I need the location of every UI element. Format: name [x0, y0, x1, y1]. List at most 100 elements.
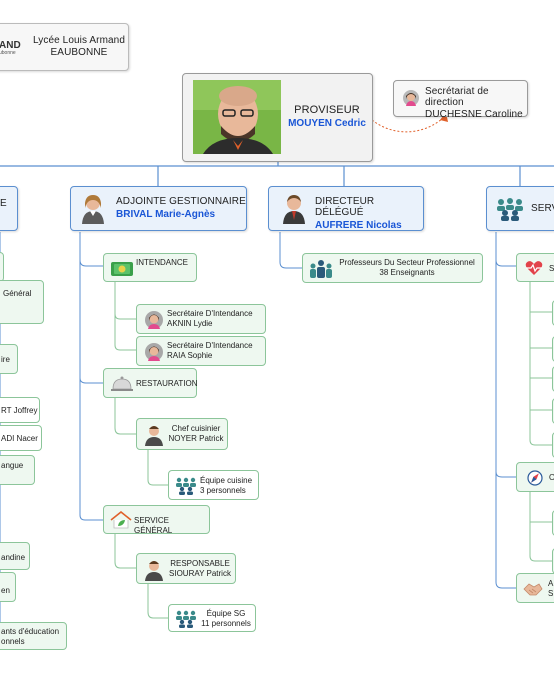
secretaire-aknin[interactable]: Secrétaire D'Intendance AKNIN Lydie [136, 304, 266, 334]
equipe-cuisine-text: Équipe cuisine 3 personnels [200, 476, 252, 496]
school-logo-sub: ubonne [0, 50, 16, 56]
sante-node[interactable]: S [516, 253, 554, 282]
female-avatar-icon [145, 311, 163, 329]
female-manager-icon [82, 195, 104, 224]
chef-cuisinier[interactable]: Chef cuisinier NOYER Patrick [136, 418, 228, 450]
equipe-sg-text: Équipe SG 11 personnels [197, 609, 255, 629]
left-item-1-text: Général [3, 289, 32, 298]
aknin-text: Secrétaire D'Intendance AKNIN Lydie [167, 309, 253, 329]
left-item-5[interactable]: angue [0, 455, 35, 485]
responsable-line1: RESPONSABLE [170, 559, 230, 568]
raia-text: Secrétaire D'Intendance RAIA Sophie [167, 341, 253, 361]
equipe-sg[interactable]: Équipe SG 11 personnels [168, 604, 256, 632]
person-icon [145, 561, 163, 581]
orientation-node[interactable]: O [516, 462, 554, 492]
raia-line1: Secrétaire D'Intendance [167, 341, 253, 350]
secretariat-line1: Secrétariat de direction [425, 86, 489, 108]
root-proviseur[interactable]: PROVISEUR MOUYEN Cedric [182, 73, 373, 162]
left-item-6[interactable]: andine [0, 542, 30, 570]
left-item-1[interactable]: Général [0, 280, 44, 324]
service-general-node[interactable]: SERVICE GÉNÉRAL [103, 505, 210, 535]
male-manager-icon [283, 195, 305, 224]
services-other-node[interactable]: A S [516, 573, 554, 603]
professeurs-node[interactable]: Professeurs Du Secteur Professionnel 38 … [302, 253, 483, 283]
left-item-3-text: RT Joffrey [1, 406, 38, 415]
link-gestion-spine [79, 232, 103, 521]
equipe-cuisine[interactable]: Équipe cuisine 3 personnels [168, 470, 259, 500]
left-item-4[interactable]: ADI Nacer [0, 425, 42, 451]
root-name: MOUYEN Cedric [288, 118, 366, 129]
service-general-label: SERVICE GÉNÉRAL [134, 516, 173, 535]
left-item-7-text: en [1, 586, 10, 595]
team-icon [176, 610, 196, 628]
compass-icon [527, 470, 543, 486]
school-logo: AND ubonne [0, 40, 29, 56]
left-item-0[interactable] [0, 252, 4, 282]
link-gestion-restauration [79, 377, 103, 384]
left-item-8-line1: ants d'éducation [1, 627, 60, 636]
professeurs-line2: 38 Enseignants [379, 268, 435, 277]
gestionnaire-text: ADJOINTE GESTIONNAIRE BRIVAL Marie-Agnès [116, 196, 246, 220]
root-text: PROVISEUR MOUYEN Cedric [283, 104, 371, 129]
link-responsable-equipe [147, 584, 168, 619]
orientation-label: O [549, 473, 554, 482]
school-name: Lycée Louis Armand EAUBONNE [31, 35, 127, 58]
responsable-line2: SIOURAY Patrick [169, 569, 231, 578]
responsable-text: RESPONSABLE SIOURAY Patrick [165, 559, 235, 579]
equipe-cuisine-line2: 3 personnels [200, 486, 246, 495]
link-restauration-chef [114, 398, 136, 435]
equipe-cuisine-line1: Équipe cuisine [200, 476, 253, 485]
root-role: PROVISEUR [294, 104, 360, 116]
school-logo-text: AND [0, 40, 21, 51]
delegue-text: DIRECTEUR DÉLÉGUÉ AUFRERE Nicolas [315, 196, 423, 231]
left-item-3[interactable]: RT Joffrey [0, 397, 40, 423]
branch-left-cut[interactable]: E [0, 186, 18, 231]
left-item-8[interactable]: ants d'éducation onnels [0, 622, 67, 650]
services-other-line2: S [548, 589, 554, 598]
left-item-2-text: ire [1, 355, 10, 364]
link-delegue-profs [279, 232, 302, 269]
secretaire-raia[interactable]: Secrétaire D'Intendance RAIA Sophie [136, 336, 266, 366]
school-card[interactable]: AND ubonne Lycée Louis Armand EAUBONNE [0, 23, 129, 71]
proviseur-photo [193, 80, 281, 154]
restauration-label: RESTAURATION [136, 379, 198, 388]
delegue-role: DIRECTEUR DÉLÉGUÉ [315, 196, 375, 218]
left-item-8-line2: onnels [1, 637, 25, 646]
house-leaf-icon [110, 511, 132, 529]
services-other-line1: A [548, 579, 554, 588]
left-item-4-text: ADI Nacer [1, 434, 38, 443]
link-gestion-intendance [79, 259, 103, 267]
gestionnaire-name: BRIVAL Marie-Agnès [116, 209, 216, 220]
intendance-node[interactable]: INTENDANCE [103, 253, 197, 282]
branch-left-role: E [0, 198, 7, 209]
delegue-name: AUFRERE Nicolas [315, 220, 402, 231]
cloche-icon [111, 376, 133, 391]
branch-gestionnaire[interactable]: ADJOINTE GESTIONNAIRE BRIVAL Marie-Agnès [70, 186, 247, 231]
responsable-sg[interactable]: RESPONSABLE SIOURAY Patrick [136, 553, 236, 584]
restauration-node[interactable]: RESTAURATION [103, 368, 197, 398]
handshake-icon [523, 583, 543, 596]
left-item-6-text: andine [1, 553, 26, 562]
raia-line2: RAIA Sophie [167, 351, 213, 360]
link-sante-children [529, 282, 554, 446]
cook-icon [145, 426, 163, 446]
link-services-spine [495, 232, 516, 589]
branch-delegue[interactable]: DIRECTEUR DÉLÉGUÉ AUFRERE Nicolas [268, 186, 424, 231]
female-avatar-icon [145, 343, 163, 361]
chef-line2: NOYER Patrick [168, 434, 224, 443]
aknin-line1: Secrétaire D'Intendance [167, 309, 253, 318]
heart-pulse-icon [525, 261, 543, 275]
branch-services[interactable]: SERV [486, 186, 554, 231]
school-name-line1: Lycée Louis Armand [32, 35, 126, 46]
aknin-line2: AKNIN Lydie [167, 319, 213, 328]
left-item-2[interactable]: ire [0, 344, 18, 374]
chef-text: Chef cuisinier NOYER Patrick [165, 424, 227, 444]
secretariat-node[interactable]: Secrétariat de direction DUCHESNE Caroli… [393, 80, 528, 120]
school-name-line2: EAUBONNE [50, 47, 108, 58]
left-item-7[interactable]: en [0, 572, 16, 602]
person-photo-icon [193, 80, 281, 154]
team-icon [176, 477, 196, 495]
sante-label: S [549, 264, 554, 273]
